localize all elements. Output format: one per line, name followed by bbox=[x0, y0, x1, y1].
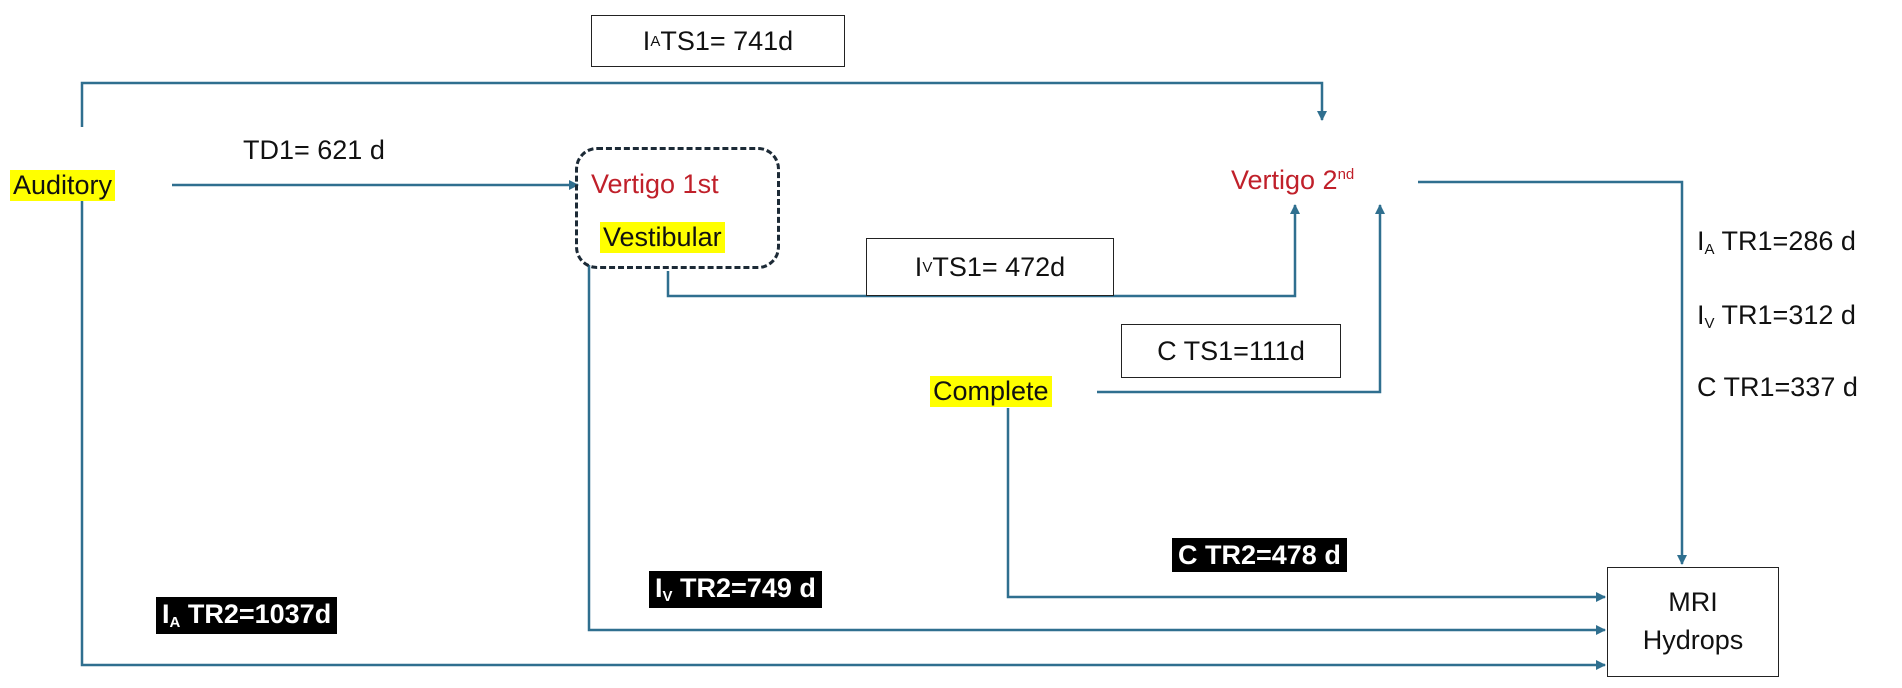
label-ia-ts1-sub: A bbox=[650, 32, 661, 50]
label-iv-tr2: IV TR2=749 d bbox=[649, 571, 822, 608]
label-ia-tr1-sub: A bbox=[1704, 241, 1715, 258]
label-ia-tr2: IA TR2=1037d bbox=[156, 597, 338, 634]
label-ia-ts1-base: I bbox=[642, 25, 651, 56]
arrow-auditory-to-vertigo2-top bbox=[80, 81, 1327, 127]
label-iv-tr2-base: I bbox=[655, 573, 663, 603]
label-iv-tr2-sub: V bbox=[662, 588, 673, 605]
label-c-tr1: C TR1=337 d bbox=[1697, 372, 1858, 402]
label-c-ts1-text: C TS1=111d bbox=[1157, 335, 1305, 366]
label-iv-ts1-base: I bbox=[914, 251, 923, 282]
node-vertigo-second-sup: nd bbox=[1337, 166, 1355, 183]
label-ia-tr1-base: I bbox=[1697, 226, 1705, 256]
label-c-ts1: C TS1=111d bbox=[1121, 324, 1341, 378]
node-complete: Complete bbox=[930, 376, 1052, 407]
label-iv-tr1-rest: TR1=312 d bbox=[1714, 300, 1856, 330]
arrow-vestibular-to-vertigo2 bbox=[666, 204, 1300, 298]
node-mri-hydrops: MRI Hydrops bbox=[1607, 567, 1779, 677]
mri-line1: MRI bbox=[1668, 587, 1718, 617]
arrow-complete-to-mri bbox=[1006, 408, 1606, 602]
label-c-tr2: C TR2=478 d bbox=[1172, 538, 1347, 573]
node-auditory: Auditory bbox=[10, 170, 116, 201]
mri-line2: Hydrops bbox=[1642, 624, 1744, 655]
label-iv-tr1-base: I bbox=[1697, 300, 1705, 330]
arrow-complete-to-vertigo2 bbox=[1097, 204, 1385, 394]
arrow-vertigo1-to-mri bbox=[587, 265, 1606, 635]
node-vertigo-first: Vertigo 1st bbox=[591, 169, 719, 199]
label-iv-ts1-rest: TS1= 472d bbox=[932, 251, 1066, 282]
label-iv-tr1: IV TR1=312 d bbox=[1697, 300, 1856, 332]
label-ia-tr1-rest: TR1=286 d bbox=[1714, 226, 1856, 256]
label-iv-tr1-sub: V bbox=[1704, 315, 1715, 332]
label-iv-ts1-sub: V bbox=[922, 258, 933, 276]
node-vestibular: Vestibular bbox=[600, 222, 725, 253]
label-ia-tr1: IA TR1=286 d bbox=[1697, 226, 1856, 258]
arrow-vertigo2-to-mri bbox=[1418, 180, 1687, 565]
arrow-auditory-to-mri bbox=[80, 200, 1606, 670]
label-ia-tr2-rest: TR2=1037d bbox=[180, 599, 332, 629]
label-td1: TD1= 621 d bbox=[243, 135, 385, 165]
label-ia-ts1-rest: TS1= 741d bbox=[660, 25, 794, 56]
label-iv-tr2-rest: TR2=749 d bbox=[672, 573, 816, 603]
label-ia-tr2-base: I bbox=[162, 599, 170, 629]
vertigo1-dashed-group bbox=[575, 147, 780, 269]
node-vertigo-second-text: Vertigo 2 bbox=[1231, 165, 1338, 195]
node-vertigo-second: Vertigo 2nd bbox=[1231, 167, 1354, 194]
label-ia-tr2-sub: A bbox=[169, 614, 181, 631]
